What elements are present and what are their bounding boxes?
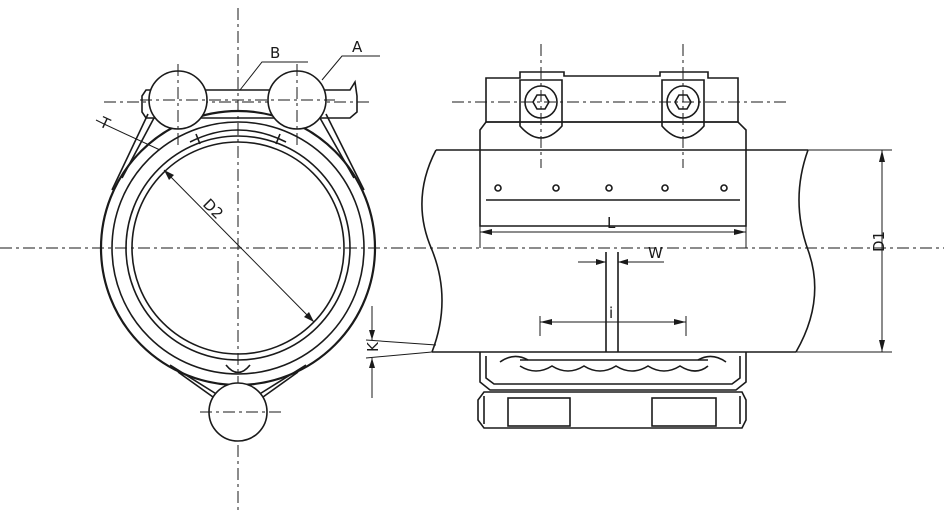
seal-lip-notches bbox=[195, 133, 281, 145]
d2-arrow-start bbox=[164, 170, 174, 180]
b-label: B bbox=[270, 44, 280, 62]
seal-end-lips bbox=[499, 355, 727, 363]
pipe-inner-circle bbox=[131, 141, 345, 355]
rivet-hole-2 bbox=[552, 184, 560, 192]
bottom-right-strap bbox=[257, 364, 307, 396]
l-label: L bbox=[607, 214, 616, 232]
w-arrow-left bbox=[596, 259, 606, 265]
w-arrow-right bbox=[618, 259, 628, 265]
bottom-clamp-inner-edge bbox=[485, 356, 741, 385]
pipe-left-break bbox=[421, 149, 443, 353]
d2-dimension-line bbox=[163, 169, 315, 323]
a-label: A bbox=[352, 38, 363, 56]
d2-label: D2 bbox=[199, 195, 227, 223]
top-seal-lip bbox=[189, 129, 287, 143]
l-arrow-left bbox=[480, 229, 492, 235]
rivet-hole-5 bbox=[720, 184, 728, 192]
t-leader bbox=[95, 119, 105, 125]
seal-gasket-wave bbox=[519, 365, 709, 372]
bottom-clamp-band bbox=[479, 352, 747, 391]
t-label: T bbox=[96, 113, 114, 134]
clamp-band-body bbox=[479, 121, 747, 227]
b-leader-line bbox=[239, 61, 308, 91]
i-label: i bbox=[609, 304, 613, 322]
right-outer-strap bbox=[325, 113, 365, 191]
left-inner-strap bbox=[121, 117, 155, 179]
t-dimension-line bbox=[103, 123, 161, 151]
k-extension-top bbox=[365, 339, 437, 346]
side-view: L W i D1 bbox=[364, 44, 892, 429]
d1-arrow-bottom bbox=[879, 340, 885, 352]
bottom-lock-bar bbox=[477, 391, 747, 429]
pipe-right-break bbox=[795, 149, 816, 353]
right-bolt-housing bbox=[661, 79, 705, 139]
end-view: D2 T B A bbox=[0, 8, 944, 512]
i-arrow-left bbox=[540, 319, 552, 325]
bottom-lock-slot-right bbox=[651, 397, 717, 427]
right-inner-strap bbox=[319, 117, 355, 179]
d2-arrow-end bbox=[304, 312, 314, 322]
w-label: W bbox=[648, 244, 663, 262]
rivet-hole-4 bbox=[661, 184, 669, 192]
left-bolt-housing bbox=[519, 79, 563, 139]
k-arrow-top bbox=[369, 330, 375, 340]
k-label: K bbox=[364, 341, 382, 352]
l-arrow-right bbox=[734, 229, 746, 235]
bottom-seal-lip bbox=[225, 364, 251, 374]
bottom-lock-slot-left bbox=[507, 397, 571, 427]
i-arrow-right bbox=[674, 319, 686, 325]
top-lock-bar bbox=[141, 79, 358, 119]
band-inner-edge bbox=[111, 121, 365, 375]
left-outer-strap bbox=[111, 113, 149, 191]
pipe-outer-circle bbox=[125, 135, 351, 361]
rivet-hole-1 bbox=[494, 184, 502, 192]
d1-arrow-top bbox=[879, 150, 885, 162]
k-extension-bottom bbox=[365, 351, 433, 359]
a-leader-line bbox=[321, 55, 380, 81]
k-arrow-bottom bbox=[369, 358, 375, 368]
bottom-left-strap bbox=[169, 364, 219, 396]
rivet-hole-3 bbox=[605, 184, 613, 192]
d1-label: D1 bbox=[870, 231, 888, 252]
